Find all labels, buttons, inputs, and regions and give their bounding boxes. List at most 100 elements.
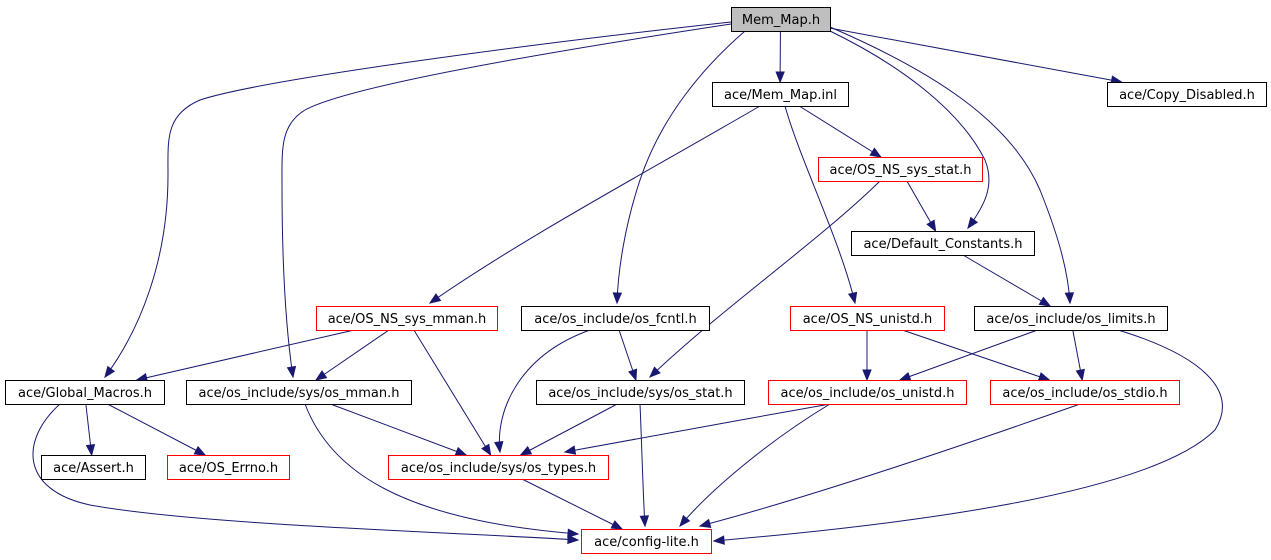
node-config-lite[interactable]: ace/config-lite.h [581, 529, 712, 554]
arrowhead [1064, 292, 1075, 305]
edge-line [107, 403, 206, 456]
node-box [974, 306, 1168, 331]
node-mem-map-inl[interactable]: ace/Mem_Map.inl [712, 82, 849, 107]
edge-os_ns_sys_mman-to-sys_os_types [413, 329, 492, 457]
node-copy-disabled[interactable]: ace/Copy_Disabled.h [1107, 82, 1267, 107]
node-os-fcntl[interactable]: ace/os_include/os_fcntl.h [521, 306, 710, 331]
node-global-macros[interactable]: ace/Global_Macros.h [5, 380, 165, 405]
edge-line [616, 30, 746, 304]
arrowhead [286, 365, 297, 379]
edge-line [829, 27, 1122, 83]
arrowhead [567, 534, 580, 545]
node-label: ace/os_include/os_unistd.h [780, 386, 954, 401]
node-label: Mem_Map.h [742, 13, 820, 28]
edge-global_macros-to-os_errno [107, 403, 207, 456]
edge-mem_map_h-to-default_constants [829, 30, 990, 230]
arrowhead [1037, 372, 1051, 382]
arrowhead [869, 147, 882, 158]
edge-mem_map_inl-to-os_ns_sys_mman [428, 105, 761, 304]
edge-line [829, 30, 990, 229]
node-box [536, 380, 745, 405]
edge-os_limits-to-os_stdio [1072, 329, 1085, 382]
node-os-unistd[interactable]: ace/os_include/os_unistd.h [768, 380, 967, 405]
node-label: ace/os_include/os_limits.h [986, 312, 1155, 327]
edge-line [902, 329, 1050, 381]
edge-line [32, 403, 579, 541]
edge-line [104, 21, 732, 378]
edge-line [798, 105, 882, 158]
node-box [167, 455, 290, 480]
arrowhead [481, 443, 492, 457]
arrowhead [494, 441, 504, 454]
edge-sys_os_types-to-config_lite [521, 478, 624, 530]
edge-os_unistd-to-config_lite [679, 403, 831, 528]
edges-layer [32, 21, 1223, 545]
edge-mem_map_h-to-mem_map_inl [775, 30, 785, 84]
node-os-ns-sys-stat[interactable]: ace/OS_NS_sys_stat.h [818, 157, 983, 182]
arrowhead [563, 445, 577, 455]
edge-line [679, 403, 831, 527]
node-box [41, 455, 146, 480]
edge-os_unistd-to-sys_os_types [563, 403, 831, 455]
node-label: ace/Default_Constants.h [863, 237, 1022, 252]
node-box [581, 529, 712, 554]
arrowhead [612, 292, 623, 305]
node-box [316, 306, 498, 331]
edge-global_macros-to-assert_h [85, 403, 96, 457]
node-label: ace/os_include/os_fcntl.h [534, 312, 696, 327]
edge-mem_map_h-to-sys_os_mman [281, 23, 732, 379]
edge-line [713, 329, 1223, 542]
node-box [790, 306, 945, 331]
node-os-limits[interactable]: ace/os_include/os_limits.h [974, 306, 1168, 331]
node-sys-os-stat[interactable]: ace/os_include/sys/os_stat.h [536, 380, 745, 405]
node-os-errno[interactable]: ace/OS_Errno.h [167, 455, 290, 480]
edge-global_macros-to-config_lite [32, 403, 580, 545]
node-sys-os-types[interactable]: ace/os_include/sys/os_types.h [388, 455, 609, 480]
edge-line [962, 254, 1051, 307]
node-label: ace/OS_NS_sys_stat.h [830, 163, 972, 178]
edge-line [899, 329, 1038, 381]
node-label: ace/OS_NS_sys_mman.h [328, 312, 487, 327]
edge-os_ns_sys_stat-to-sys_os_stat [649, 180, 881, 378]
node-label: ace/OS_NS_unistd.h [803, 312, 933, 327]
edge-os_limits-to-os_unistd [898, 329, 1038, 381]
node-os-ns-unistd[interactable]: ace/OS_NS_unistd.h [790, 306, 945, 331]
arrowhead [314, 370, 328, 381]
node-box [768, 380, 967, 405]
node-label: ace/OS_Errno.h [179, 461, 278, 476]
edge-sys_os_stat-to-sys_os_types [519, 403, 618, 456]
node-mem-map-h[interactable]: Mem_Map.h [731, 7, 831, 32]
arrowhead [679, 514, 691, 528]
edge-os_ns_sys_mman-to-sys_os_mman [314, 329, 390, 381]
arrowhead [567, 528, 580, 538]
edge-mem_map_h-to-copy_disabled [829, 27, 1123, 85]
node-box [851, 231, 1035, 256]
node-assert-h[interactable]: ace/Assert.h [41, 455, 146, 480]
node-box [712, 82, 849, 107]
node-default-constants[interactable]: ace/Default_Constants.h [851, 231, 1035, 256]
node-box [990, 380, 1180, 405]
arrowhead [628, 368, 638, 382]
edge-line [498, 329, 591, 453]
node-os-stdio[interactable]: ace/os_include/os_stdio.h [990, 380, 1180, 405]
node-sys-os-mman[interactable]: ace/os_include/sys/os_mman.h [186, 380, 412, 405]
node-box [388, 455, 609, 480]
node-label: ace/os_include/os_stdio.h [1002, 386, 1167, 401]
arrowhead [104, 365, 116, 379]
edge-os_ns_unistd-to-os_unistd [862, 330, 872, 382]
arrowhead [847, 291, 858, 305]
node-os-ns-sys-mman[interactable]: ace/OS_NS_sys_mman.h [316, 306, 498, 331]
arrowhead [639, 515, 650, 528]
node-label: ace/os_include/sys/os_types.h [401, 461, 596, 476]
arrowhead [1038, 296, 1052, 307]
arrowhead [454, 446, 468, 456]
edge-mem_map_h-to-global_macros [104, 21, 732, 379]
edge-mem_map_inl-to-os_ns_unistd [784, 105, 858, 305]
edge-line [520, 403, 618, 456]
node-label: ace/Copy_Disabled.h [1119, 88, 1255, 103]
arrowhead [698, 518, 712, 528]
arrowhead [967, 216, 979, 230]
node-box [186, 380, 412, 405]
node-label: ace/config-lite.h [594, 535, 699, 550]
edge-line [649, 180, 881, 378]
